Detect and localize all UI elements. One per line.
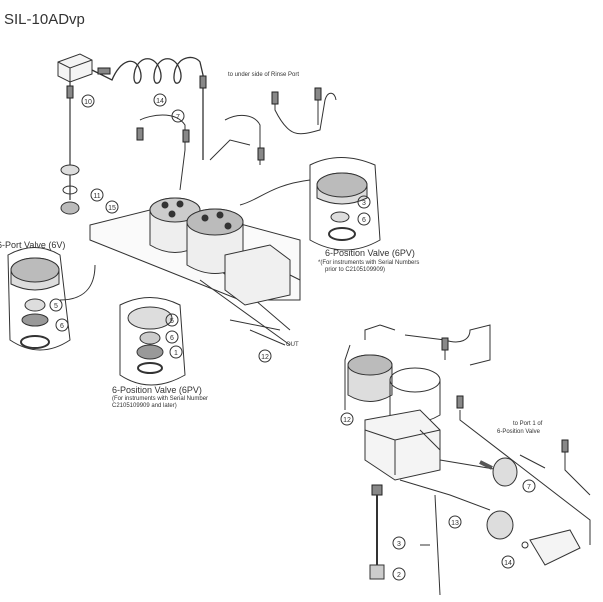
valve-6pv-new-inset (119, 297, 186, 386)
callout: 3 (392, 536, 406, 550)
svg-text:7: 7 (527, 484, 531, 491)
svg-text:11: 11 (93, 193, 100, 200)
rinse-port-block (57, 53, 93, 83)
svg-text:6: 6 (60, 323, 64, 330)
port1-label-line1: to Port 1 of (513, 421, 543, 427)
callout: 10 (81, 94, 95, 108)
valve-6pv-old-title: 6-Position Valve (6PV) (325, 248, 415, 258)
svg-text:6: 6 (362, 217, 366, 224)
svg-text:12: 12 (261, 354, 269, 361)
svg-text:13: 13 (451, 520, 459, 527)
valve-6pv-old-note-2: prior to C2105109909) (325, 267, 386, 273)
rinse-port-label: to under side of Rinse Port (228, 72, 300, 78)
svg-text:5: 5 (54, 303, 58, 310)
callout: 2 (392, 567, 406, 581)
svg-text:3: 3 (362, 200, 366, 207)
svg-text:6: 6 (170, 335, 174, 342)
diagram-title: SIL-10ADvp (4, 11, 85, 28)
callout: 14 (153, 93, 167, 107)
callout: 5 (49, 298, 63, 312)
callout: 11 (90, 188, 104, 202)
callout: 12 (258, 349, 272, 363)
svg-text:5: 5 (170, 318, 174, 325)
callout: 7 (171, 109, 185, 123)
callout: 1 (169, 345, 183, 359)
callout: 12 (340, 412, 354, 426)
callout: 7 (522, 479, 536, 493)
svg-text:3: 3 (397, 541, 401, 548)
svg-text:7: 7 (176, 114, 180, 121)
callout: 6 (55, 318, 69, 332)
out-label: OUT (286, 342, 299, 348)
tube-coil (91, 56, 204, 160)
valve-6v-title: 6-Port Valve (6V) (0, 240, 66, 250)
svg-text:2: 2 (397, 572, 401, 579)
callout: 14 (501, 555, 515, 569)
valve-6pv-old-inset (239, 157, 381, 251)
callout: 6 (357, 212, 371, 226)
callout: 13 (448, 515, 462, 529)
svg-text:14: 14 (504, 560, 512, 567)
valve-6pv-new-note-2: C2105109909 and later) (112, 403, 177, 409)
svg-text:14: 14 (156, 98, 164, 105)
port1-label-line2: 6-Position Valve (497, 429, 540, 435)
valve-6v-inset (7, 247, 96, 351)
bottom-right-assembly (344, 324, 591, 545)
callouts: 10 14 7 11 15 3 6 5 6 5 6 1 12 12 7 13 3… (49, 93, 536, 581)
callout: 5 (165, 313, 179, 327)
valve-6pv-new-title: 6-Position Valve (6PV) (112, 385, 202, 395)
svg-text:12: 12 (343, 417, 351, 424)
valve-6pv-new-note-1: (For instruments with Serial Number (112, 396, 209, 402)
callout: 3 (357, 195, 371, 209)
callout: 15 (105, 200, 119, 214)
valve-6pv-old-note-1: *(For instruments with Serial Numbers (318, 260, 420, 266)
svg-text:15: 15 (108, 205, 116, 212)
svg-text:1: 1 (174, 350, 178, 357)
callout: 6 (165, 330, 179, 344)
svg-text:10: 10 (84, 99, 92, 106)
